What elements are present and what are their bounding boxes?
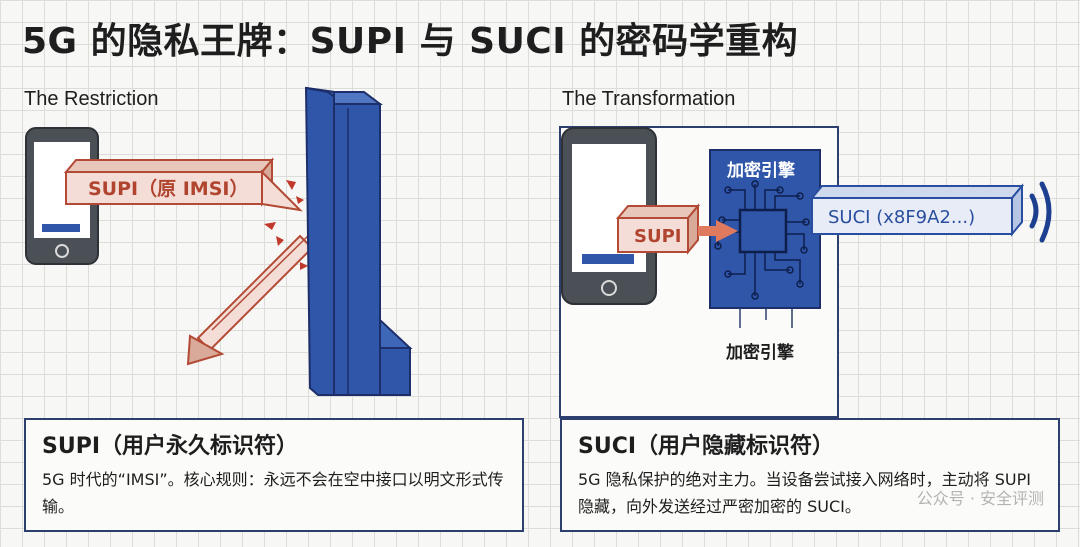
left-heading: The Restriction xyxy=(24,88,159,110)
page-title: 5G 的隐私王牌：SUPI 与 SUCI 的密码学重构 xyxy=(22,21,799,62)
chip-label-bottom: 加密引擎 xyxy=(725,342,795,363)
supi-card-body: 5G 时代的“IMSI”。核心规则：永远不会在空中接口以明文形式传输。 xyxy=(42,470,504,516)
right-phone-icon xyxy=(561,127,657,305)
chip-label-top: 加密引擎 xyxy=(726,160,796,181)
right-heading: The Transformation xyxy=(562,88,736,110)
supi-info-card: SUPI（用户永久标识符） 5G 时代的“IMSI”。核心规则：永远不会在空中接… xyxy=(24,418,524,532)
firewall-wall xyxy=(304,86,413,396)
supi-input-block xyxy=(615,203,701,255)
suci-card-title: SUCI（用户隐藏标识符） xyxy=(578,434,835,459)
input-arrow-icon xyxy=(698,220,738,242)
suci-card-body: 5G 隐私保护的绝对主力。当设备尝试接入网络时，主动将 SUPI 隐藏，向外发送… xyxy=(578,470,1031,516)
supi-card-title: SUPI（用户永久标识符） xyxy=(42,434,299,459)
watermark: 公众号 · 安全评测 xyxy=(916,489,1044,508)
chip-pins xyxy=(739,308,793,328)
signal-waves-icon xyxy=(1029,181,1052,243)
supi-beam-label: SUPI（原 IMSI） xyxy=(88,177,248,200)
supi-input-label: SUPI xyxy=(634,226,681,247)
deflected-beam xyxy=(186,231,314,366)
suci-output-label: SUCI (x8F9A2...) xyxy=(828,207,975,228)
suci-output-beam xyxy=(809,183,1025,237)
supi-beam xyxy=(63,157,303,212)
suci-info-card: SUCI（用户隐藏标识符） 5G 隐私保护的绝对主力。当设备尝试接入网络时，主动… xyxy=(560,418,1060,532)
